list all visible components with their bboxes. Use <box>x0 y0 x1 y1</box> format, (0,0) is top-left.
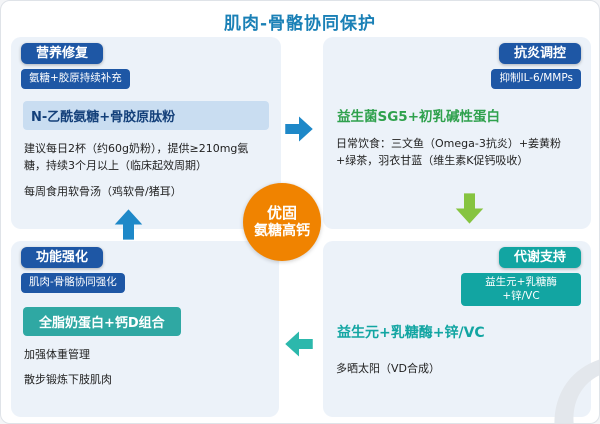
metabolism-text-1: 多晒太阳（VD合成） <box>336 362 440 376</box>
antiinflammatory-text-1: 日常饮食：三文鱼（Omega-3抗炎）+姜黄粉+绿茶，羽衣甘蓝（维生素K促钙吸收… <box>336 136 562 168</box>
arrow-left-icon <box>284 329 314 359</box>
panel-anti-inflammatory: 抗炎调控 抑制IL-6/MMPs 益生菌SG5+初乳碱性蛋白 日常饮食：三文鱼（… <box>323 37 591 229</box>
panel-function-strengthening: 功能强化 肌肉-骨骼协同强化 全脂奶蛋白+钙D组合 加强体重管理 散步锻炼下肢肌… <box>11 241 279 417</box>
function-text-1: 加强体重管理 <box>24 347 90 361</box>
function-highlight-box: 全脂奶蛋白+钙D组合 <box>23 306 181 336</box>
arrow-up-icon <box>112 208 145 241</box>
center-line1: 优固 <box>266 203 297 222</box>
panel-metabolic-support: 代谢支持 益生元+乳糖酶+锌/VC 益生元+乳糖酶+锌/VC 多晒太阳（VD合成… <box>323 241 591 417</box>
function-badge: 功能强化 <box>21 247 104 268</box>
nutrition-text-1: 建议每日2杯（约60g奶粉），提供≥210mg氨糖，持续3个月以上（临床起效周期… <box>24 141 249 173</box>
center-line2: 氨糖高钙 <box>254 222 310 239</box>
metabolism-badge: 代谢支持 <box>498 247 581 268</box>
arrow-down-icon <box>453 192 486 225</box>
nutrition-subtitle-badge: 氨糖+胶原持续补充 <box>21 69 130 89</box>
antiinflammatory-highlight: 益生菌SG5+初乳碱性蛋白 <box>337 108 501 125</box>
panel-nutrition-repair: 营养修复 氨糖+胶原持续补充 N-乙酰氨糖+骨胶原肽粉 建议每日2杯（约60g奶… <box>11 37 281 229</box>
function-text-2: 散步锻炼下肢肌肉 <box>24 373 112 387</box>
arrow-right-icon <box>284 114 314 144</box>
nutrition-badge: 营养修复 <box>21 43 104 64</box>
antiinflammatory-badge: 抗炎调控 <box>498 43 581 64</box>
nutrition-highlight-box: N-乙酰氨糖+骨胶原肽粉 <box>23 100 269 130</box>
antiinflammatory-subtitle-badge: 抑制IL-6/MMPs <box>491 69 581 89</box>
function-subtitle-badge: 肌肉-骨骼协同强化 <box>21 273 125 293</box>
metabolism-subtitle-badge: 益生元+乳糖酶+锌/VC <box>461 273 581 307</box>
metabolism-highlight: 益生元+乳糖酶+锌/VC <box>337 325 485 342</box>
page-title: 肌肉-骨骼协同保护 <box>223 14 377 34</box>
corner-watermark <box>554 359 599 423</box>
nutrition-text-2: 每周食用软骨汤（鸡软骨/猪耳） <box>24 184 182 198</box>
center-product-circle: 优固 氨糖高钙 <box>243 183 321 261</box>
